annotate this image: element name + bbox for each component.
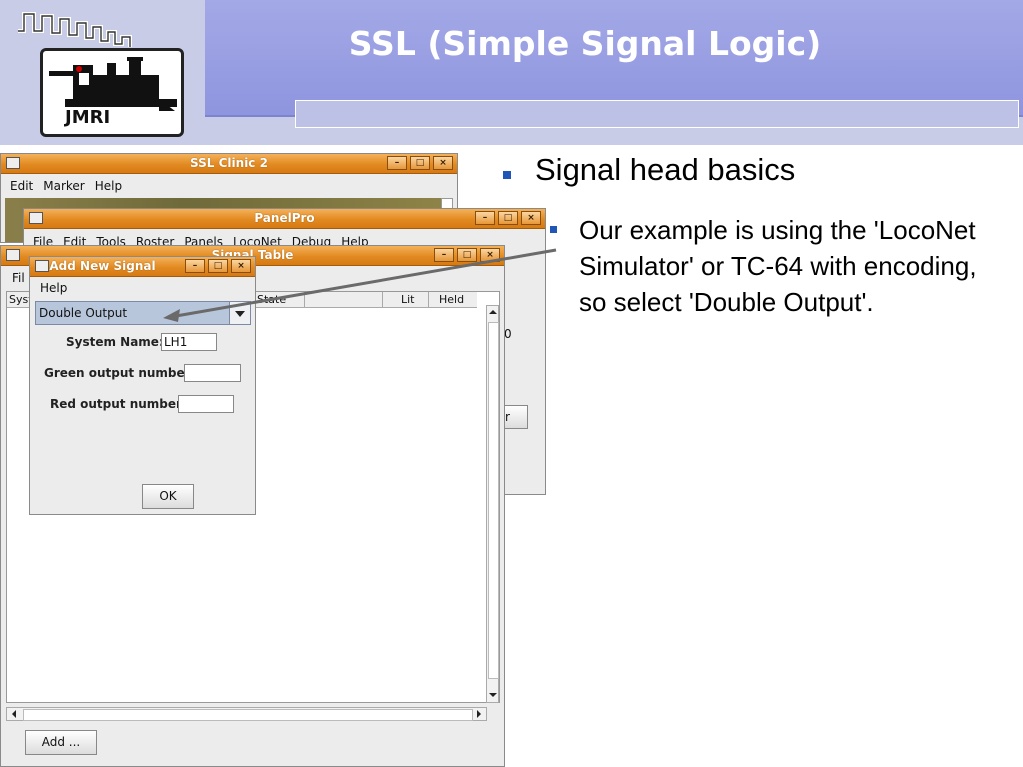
chevron-down-icon[interactable] [229,302,250,324]
jmri-logo: JMRI [40,48,184,137]
window-title: Add New Signal [49,259,156,273]
logo-text: JMRI [65,107,111,128]
maximize-button[interactable]: □ [498,211,518,225]
minimize-button[interactable]: – [185,259,205,273]
close-button[interactable]: × [480,248,500,262]
col-divider [304,292,305,307]
maximize-button[interactable]: □ [410,156,430,170]
col-divider [428,292,429,307]
sub-bullet-text: Our example is using the 'LocoNet Simula… [579,215,977,317]
close-button[interactable]: × [521,211,541,225]
system-name-label: System Name: [66,335,164,349]
title-bar[interactable]: Add New Signal – □ × [30,257,255,277]
add-new-signal-dialog: Add New Signal – □ × Help Double Output … [29,256,256,515]
menu-marker[interactable]: Marker [43,178,85,193]
locomotive-icon [49,57,177,111]
title-bar[interactable]: PanelPro – □ × [24,209,545,229]
red-output-input[interactable] [178,395,234,413]
maximize-button[interactable]: □ [208,259,228,273]
bullet-marker-icon [550,226,557,233]
signal-type-value: Double Output [39,306,128,320]
scroll-right-icon[interactable] [473,708,485,720]
col-lit[interactable]: Lit [401,293,415,306]
app-icon [29,212,43,224]
menu-bar: Edit Marker Help [1,176,457,195]
window-title: SSL Clinic 2 [190,156,268,170]
header-accent-bar [295,100,1019,128]
menu-help[interactable]: Help [94,178,123,193]
close-button[interactable]: × [433,156,453,170]
horizontal-scrollbar[interactable] [6,707,487,721]
close-button[interactable]: × [231,259,251,273]
bullet-marker-icon [503,171,511,179]
bullet-text: Signal head basics [535,152,796,187]
scroll-down-icon[interactable] [487,689,499,701]
slide-title: SSL (Simple Signal Logic) [348,24,822,63]
col-divider [382,292,383,307]
app-icon [6,157,20,169]
system-name-input[interactable]: LH1 [161,333,217,351]
minimize-button[interactable]: – [475,211,495,225]
minimize-button[interactable]: – [387,156,407,170]
scroll-up-icon[interactable] [487,306,499,318]
minimize-button[interactable]: – [434,248,454,262]
scroll-thumb[interactable] [488,322,499,679]
maximize-button[interactable]: □ [457,248,477,262]
scroll-left-icon[interactable] [8,708,20,720]
side-text: 0 [504,327,512,341]
logo-wave-icon [18,12,132,47]
h-scroll-thumb[interactable] [23,709,473,721]
col-held[interactable]: Held [439,293,465,306]
green-output-input[interactable] [184,364,241,382]
menu-help[interactable]: Help [40,280,68,295]
window-title: PanelPro [254,211,315,225]
app-icon [35,260,49,272]
col-state[interactable]: State [257,293,287,306]
app-icon [6,249,20,261]
title-bar[interactable]: SSL Clinic 2 – □ × [1,154,457,174]
ok-button[interactable]: OK [142,484,194,509]
menu-bar: Help [30,278,255,297]
menu-file-partial[interactable]: Fil [12,271,25,285]
col-system[interactable]: Syst [9,293,33,306]
menu-edit[interactable]: Edit [10,178,34,193]
header-title-band [205,0,1023,117]
red-output-label: Red output number: [50,397,187,411]
add-button[interactable]: Add ... [25,730,97,755]
green-output-label: Green output number: [44,366,196,380]
signal-type-select[interactable]: Double Output [35,301,251,325]
vertical-scrollbar[interactable] [486,305,499,703]
